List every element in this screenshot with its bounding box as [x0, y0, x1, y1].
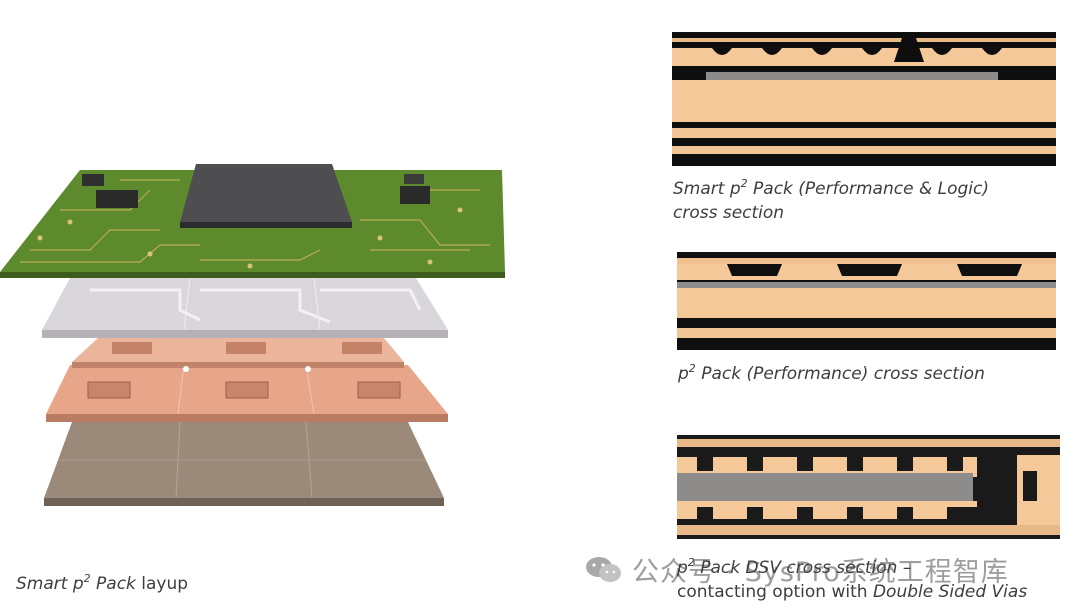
watermark: 公众号 · SysPro系统工程智库	[584, 550, 1009, 589]
cross-section-2-image	[677, 252, 1056, 350]
cross-section-3-caption: p2 Pack DSV cross section – contacting o…	[677, 556, 1028, 602]
bottom-layer	[44, 421, 444, 506]
cross-section-3-image	[677, 435, 1060, 539]
watermark-text: 公众号 · SysPro系统工程智库	[632, 557, 1009, 588]
copper-layer-upper	[72, 338, 404, 372]
layup-caption: Smart p2 Pack layup	[16, 572, 189, 594]
copper-layer-lower	[46, 364, 448, 422]
cross-section-2-caption: p2 Pack (Performance) cross section	[678, 362, 985, 384]
pcb-board	[0, 164, 505, 278]
wechat-icon	[586, 556, 621, 582]
cross-section-1-image	[672, 32, 1056, 166]
dielectric-layer	[42, 277, 448, 338]
cross-section-1-caption: Smart p2 Pack (Performance & Logic) cros…	[673, 177, 989, 223]
layup-illustration	[0, 164, 505, 506]
